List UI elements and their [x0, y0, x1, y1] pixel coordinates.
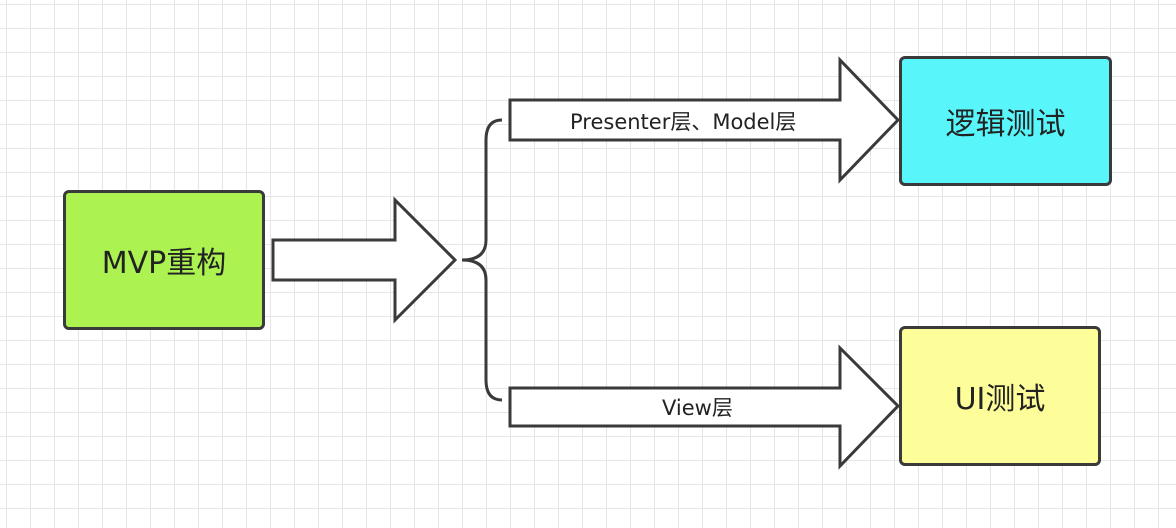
mvp-refactor-node: MVP重构 — [63, 190, 265, 330]
ui-test-label: UI测试 — [954, 382, 1046, 417]
main-arrow — [271, 196, 458, 324]
presenter-model-label: Presenter层、Model层 — [570, 110, 797, 134]
branch-brace — [461, 118, 503, 402]
logic-test-node: 逻辑测试 — [899, 56, 1112, 186]
logic-test-label: 逻辑测试 — [945, 107, 1066, 142]
bottom-arrow — [508, 344, 901, 470]
top-arrow — [508, 56, 901, 184]
view-layer-label: View层 — [662, 396, 733, 420]
ui-test-node: UI测试 — [899, 326, 1101, 466]
mvp-refactor-label: MVP重构 — [101, 246, 227, 281]
